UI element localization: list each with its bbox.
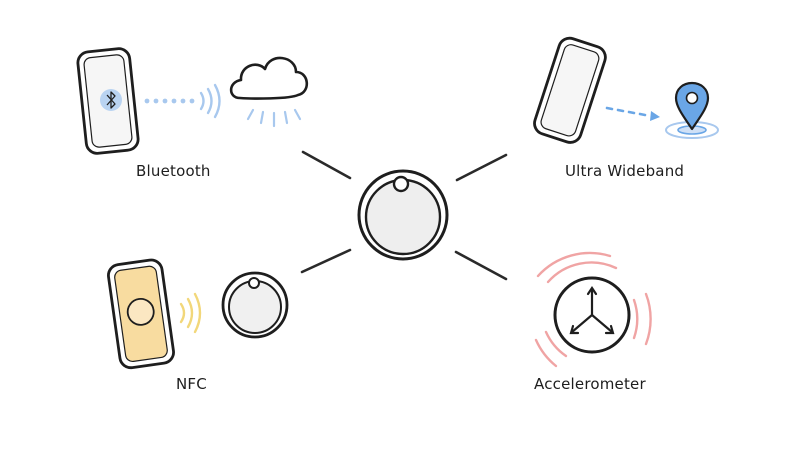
label-nfc: NFC <box>176 375 207 393</box>
accelerometer-motion-arcs <box>534 251 652 368</box>
uwb-signal-arrow <box>605 106 660 121</box>
accelerometer-axes-icon <box>553 276 631 354</box>
center-tracker-tag-icon <box>357 169 449 261</box>
connector-bluetooth <box>301 150 352 180</box>
label-accelerometer: Accelerometer <box>534 375 646 393</box>
label-ultra-wideband: Ultra Wideband <box>565 162 685 180</box>
cloud-icon <box>229 56 309 100</box>
uwb-phone-icon <box>533 36 607 144</box>
label-bluetooth: Bluetooth <box>136 162 211 180</box>
connector-uwb <box>455 153 508 182</box>
nfc-tracker-tag-icon <box>221 271 289 339</box>
connectors <box>300 150 508 281</box>
bluetooth-signal-waves-icon <box>199 83 221 119</box>
bluetooth-signal-dots <box>144 98 195 104</box>
nfc-signal-waves-icon <box>179 292 202 334</box>
bluetooth-icon <box>100 89 122 111</box>
cloud-signal-rays <box>246 108 302 128</box>
location-pin-icon <box>665 81 719 139</box>
connector-nfc <box>300 248 352 274</box>
nfc-phone-icon <box>107 258 175 370</box>
connector-accelerometer <box>454 250 508 281</box>
